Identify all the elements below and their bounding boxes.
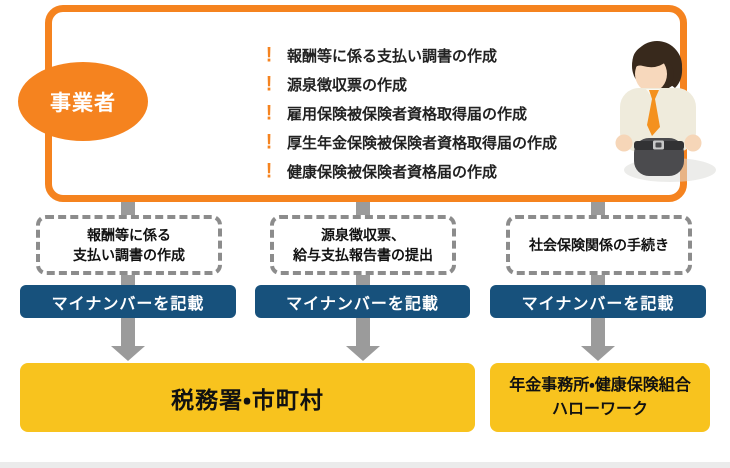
connector-mid-col3 bbox=[591, 272, 605, 288]
employer-badge: 事業者 bbox=[18, 62, 148, 141]
employer-panel: ! 報酬等に係る支払い調書の作成 ! 源泉徴収票の作成 ! 雇用保険被保険者資格… bbox=[45, 5, 716, 202]
task-item: ! 雇用保険被保険者資格取得届の作成 bbox=[262, 99, 557, 128]
businessman-icon bbox=[600, 39, 718, 189]
action-label: マイナンバーを記載 bbox=[286, 295, 439, 313]
exclamation-icon: ! bbox=[265, 130, 273, 154]
mynumber-action-bar-1: マイナンバーを記載 bbox=[20, 285, 236, 318]
procedure-line: 源泉徴収票、 bbox=[321, 226, 405, 243]
procedure-box-payment-records: 報酬等に係る 支払い調書の作成 bbox=[36, 215, 222, 275]
arrow-head-col2 bbox=[346, 346, 380, 361]
arrow-head-col3 bbox=[581, 346, 615, 361]
action-label: マイナンバーを記載 bbox=[521, 295, 675, 313]
procedure-box-social-insurance: 社会保険関係の手続き bbox=[506, 215, 692, 275]
connector-top-col1 bbox=[121, 198, 135, 217]
exclamation-icon: ! bbox=[265, 43, 273, 67]
task-item: ! 健康保険被保険者資格届の作成 bbox=[262, 157, 557, 186]
task-item: ! 報酬等に係る支払い調書の作成 bbox=[262, 41, 557, 70]
connector-top-col3 bbox=[591, 198, 605, 217]
destination-pension-office: 年金事務所・健康保険組合 ハローワーク bbox=[490, 363, 710, 432]
exclamation-icon: ! bbox=[265, 72, 273, 96]
task-item: ! 厚生年金保険被保険者資格取得届の作成 bbox=[262, 128, 557, 157]
procedure-line: 社会保険関係の手続き bbox=[529, 236, 669, 253]
destination-label: ハローワーク bbox=[551, 400, 648, 418]
destination-tax-office: 税務署・市町村 bbox=[20, 363, 475, 432]
procedure-line: 支払い調書の作成 bbox=[73, 247, 185, 263]
exclamation-icon: ! bbox=[265, 159, 273, 183]
employer-label: 事業者 bbox=[50, 91, 116, 115]
procedure-box-withholding-slip: 源泉徴収票、 給与支払報告書の提出 bbox=[270, 215, 456, 275]
arrow-shaft-col3 bbox=[591, 318, 605, 347]
task-label: 厚生年金保険被保険者資格取得届の作成 bbox=[287, 135, 558, 152]
mynumber-action-bar-2: マイナンバーを記載 bbox=[255, 285, 470, 318]
arrow-head-col1 bbox=[111, 346, 145, 361]
procedure-line: 給与支払報告書の提出 bbox=[293, 247, 433, 263]
task-label: 雇用保険被保険者資格取得届の作成 bbox=[287, 106, 528, 123]
arrow-shaft-col1 bbox=[121, 318, 135, 347]
action-label: マイナンバーを記載 bbox=[51, 295, 205, 313]
connector-top-col2 bbox=[356, 198, 370, 217]
destination-label: 年金事務所・健康保険組合 bbox=[509, 377, 691, 395]
bottom-edge-strip bbox=[0, 462, 730, 468]
task-item: ! 源泉徴収票の作成 bbox=[262, 70, 557, 99]
connector-mid-col1 bbox=[121, 272, 135, 288]
task-label: 健康保険被保険者資格届の作成 bbox=[287, 164, 498, 181]
connector-mid-col2 bbox=[356, 272, 370, 288]
arrow-shaft-col2 bbox=[356, 318, 370, 347]
mynumber-action-bar-3: マイナンバーを記載 bbox=[490, 285, 706, 318]
procedure-line: 報酬等に係る bbox=[87, 226, 171, 243]
destination-label: 税務署・市町村 bbox=[171, 386, 324, 413]
exclamation-icon: ! bbox=[265, 101, 273, 125]
task-list: ! 報酬等に係る支払い調書の作成 ! 源泉徴収票の作成 ! 雇用保険被保険者資格… bbox=[262, 41, 557, 186]
task-label: 報酬等に係る支払い調書の作成 bbox=[287, 48, 498, 65]
task-label: 源泉徴収票の作成 bbox=[287, 77, 408, 94]
